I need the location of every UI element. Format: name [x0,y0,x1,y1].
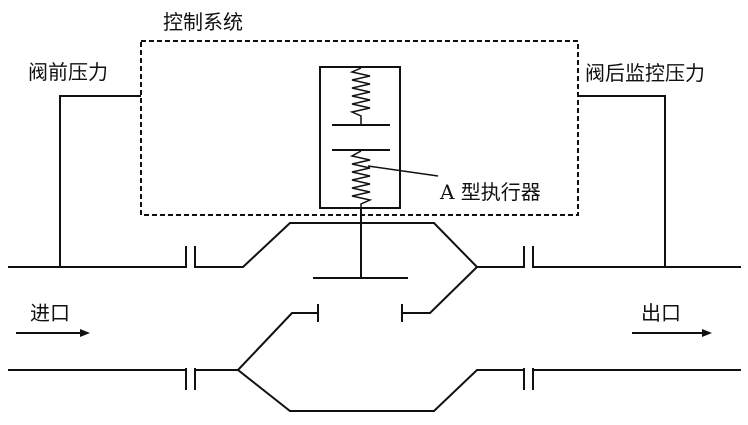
upstream-pressure-label: 阀前压力 [28,60,108,84]
upper-spring [349,67,371,124]
actuator-leader-line [367,165,439,177]
control-system-box [140,40,579,216]
inlet-label: 进口 [30,301,70,325]
lower-spring [349,150,373,208]
inlet-arrow [16,329,90,337]
outlet-arrow [632,329,712,337]
actuator-label: A 型执行器 [439,180,541,204]
downstream-pressure-label: 阀后监控压力 [585,61,705,85]
downstream-pressure-line [578,95,666,267]
valve-seat [237,266,478,371]
pipe-upper-wall [8,222,741,268]
control-system-label: 控制系统 [163,10,243,34]
pipe-lower-wall [8,368,741,412]
upstream-pressure-line [59,95,141,267]
outlet-label: 出口 [641,301,681,325]
